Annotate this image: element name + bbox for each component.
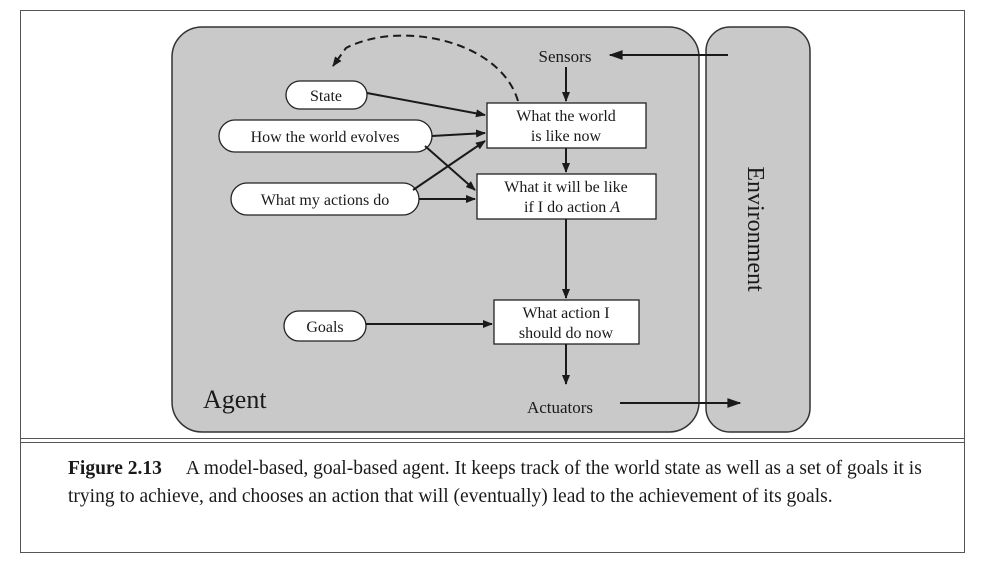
- world-evolves-label: How the world evolves: [251, 129, 400, 146]
- agent-region: [171, 26, 700, 433]
- state-label: State: [310, 88, 342, 105]
- action-now-line1: What action I: [522, 305, 609, 322]
- actuators-label: Actuators: [527, 398, 593, 417]
- state-to-world-arrow: [366, 92, 486, 118]
- agent-label: Agent: [203, 385, 267, 414]
- world-evolves-node: How the world evolves: [218, 119, 433, 153]
- goals-node: Goals: [283, 310, 367, 342]
- caption-text: A model-based, goal-based agent. It keep…: [68, 458, 922, 507]
- agent-diagram: Agent Environment Sensors Actuators Stat…: [171, 26, 811, 433]
- if-action-var: A: [609, 199, 620, 216]
- if-action-line2-group: if I do action A: [524, 199, 620, 216]
- if-action-line2: if I do action: [524, 199, 610, 216]
- goals-label: Goals: [306, 319, 343, 336]
- actions-to-world-arrow: [412, 140, 486, 191]
- caption-divider: [20, 438, 965, 439]
- evolves-to-world-arrow: [431, 129, 486, 138]
- world-to-state-dashed-arrow: [332, 34, 519, 102]
- environment-label: Environment: [742, 166, 768, 292]
- state-node: State: [285, 80, 368, 110]
- evolves-to-ifaction-arrow: [424, 145, 476, 191]
- sensors-label: Sensors: [539, 47, 592, 66]
- actions-do-label: What my actions do: [261, 192, 389, 209]
- world-now-box: What the world is like now: [486, 102, 647, 149]
- action-now-box: What action I should do now: [493, 299, 640, 345]
- world-now-line1: What the world: [516, 108, 616, 125]
- caption-divider-inner: [20, 442, 965, 443]
- if-action-box: What it will be like if I do action A: [476, 173, 657, 220]
- action-now-line2: should do now: [519, 325, 614, 342]
- figure-frame: [20, 10, 965, 553]
- actions-do-node: What my actions do: [230, 182, 420, 216]
- if-action-line1: What it will be like: [504, 179, 628, 196]
- environment-region: [705, 26, 811, 433]
- world-now-line2: is like now: [531, 128, 602, 145]
- figure-label: Figure 2.13: [68, 458, 162, 479]
